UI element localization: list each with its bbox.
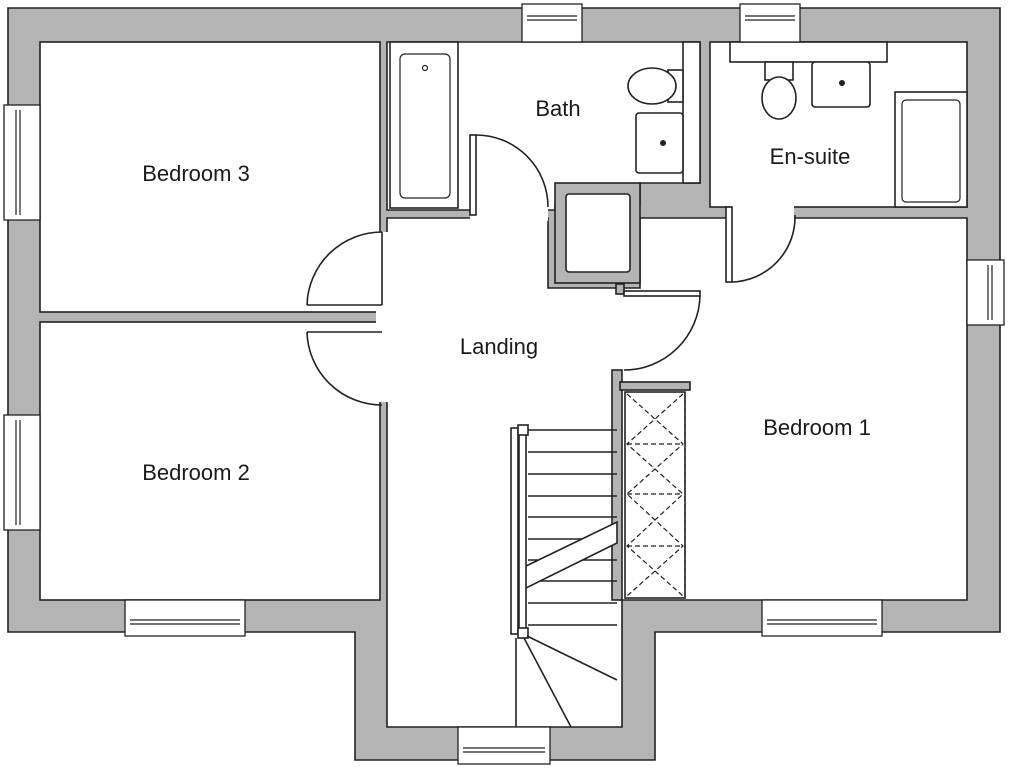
door-gap-en-suite xyxy=(730,203,794,221)
door-gap-bath xyxy=(470,205,548,221)
label-bedroom-1: Bedroom 1 xyxy=(763,415,871,440)
label-en-suite: En-suite xyxy=(770,144,851,169)
label-bath: Bath xyxy=(535,96,580,121)
bath-fixtures xyxy=(389,41,701,209)
en-suite-fixtures xyxy=(761,61,968,208)
partition-wall xyxy=(611,369,623,601)
partition-stub xyxy=(615,283,625,295)
cupboard xyxy=(565,193,631,273)
doors xyxy=(306,134,796,406)
en-suite-counter xyxy=(729,41,888,63)
label-bedroom-3: Bedroom 3 xyxy=(142,161,250,186)
room-bedroom-3 xyxy=(39,41,381,313)
door-gap-bedrooms xyxy=(376,232,390,402)
label-bedroom-2: Bedroom 2 xyxy=(142,460,250,485)
wardrobe xyxy=(619,381,691,599)
staircase xyxy=(510,424,618,728)
label-landing: Landing xyxy=(460,334,538,359)
windows xyxy=(3,3,1005,765)
